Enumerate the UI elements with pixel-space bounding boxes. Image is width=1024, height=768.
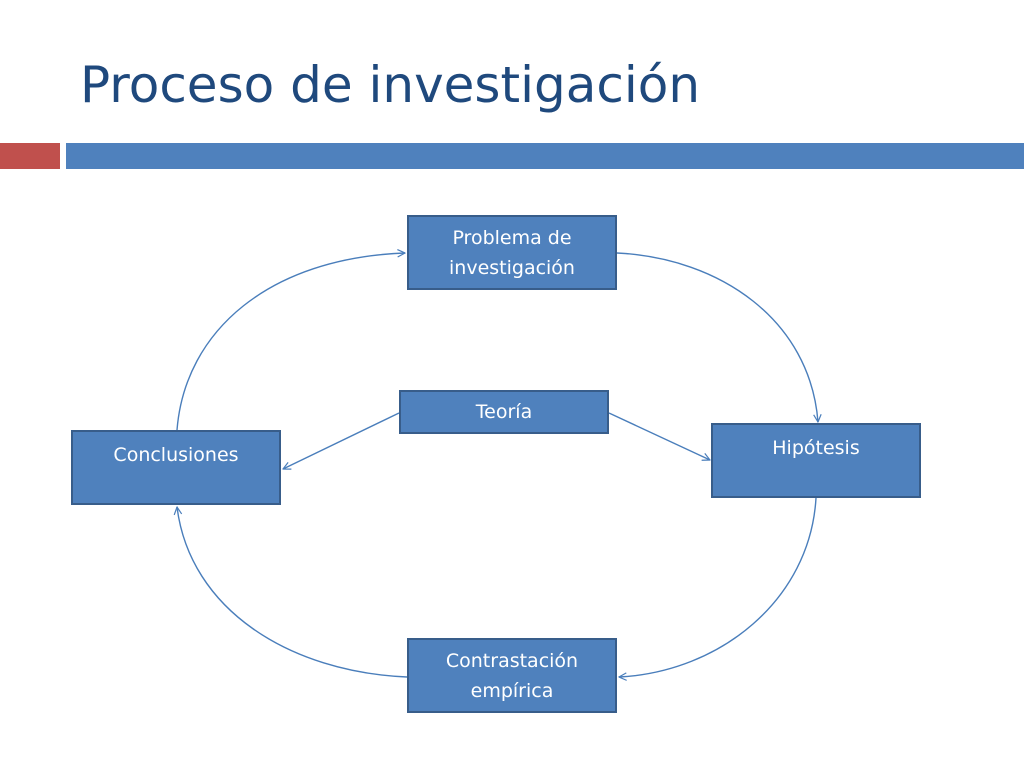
arrow-teoria-to-hipotesis: [608, 412, 710, 460]
arrow-contrastacion-to-conclusiones: [177, 507, 408, 678]
arrow-hipotesis-to-contrastacion: [619, 497, 817, 677]
node-label: Hipótesis: [772, 437, 860, 459]
accent-bar-red: [0, 143, 60, 169]
node-contrastacion-empirica: Contrastación empírica: [407, 638, 617, 713]
slide-title: Proceso de investigación: [80, 56, 701, 114]
accent-bar-blue: [66, 143, 1024, 169]
arrow-problema-to-hipotesis: [616, 252, 818, 422]
node-label: Teoría: [475, 401, 533, 423]
arrow-conclusiones-to-problema: [176, 253, 405, 431]
node-teoria: Teoría: [399, 390, 609, 434]
node-label: Contrastación empírica: [445, 650, 579, 702]
node-conclusiones: Conclusiones: [71, 430, 281, 505]
node-label: Problema de investigación: [449, 227, 575, 279]
node-label: Conclusiones: [113, 444, 239, 466]
node-problema-de-investigacion: Problema de investigación: [407, 215, 617, 290]
arrow-teoria-to-conclusiones: [283, 412, 400, 469]
node-hipotesis: Hipótesis: [711, 423, 921, 498]
